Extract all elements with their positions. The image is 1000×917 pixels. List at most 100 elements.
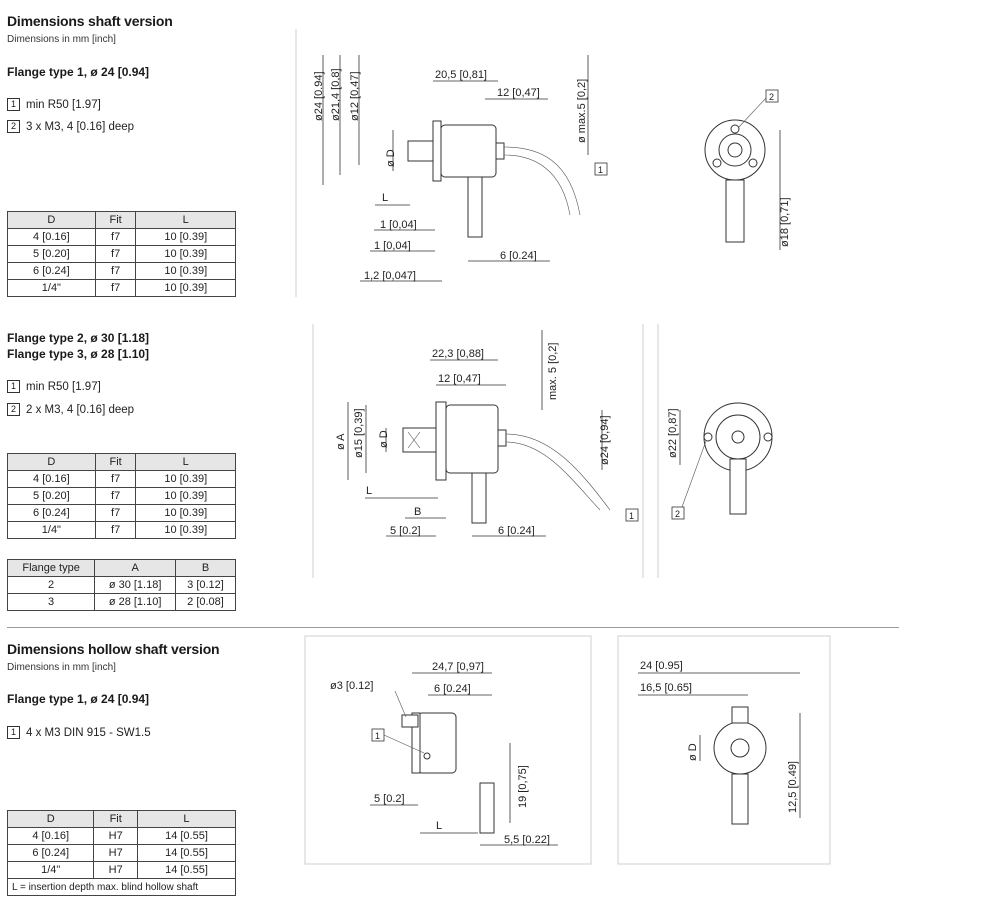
table-header: A [94,559,177,577]
table-cell: 10 [0.39] [135,470,236,488]
dim-d24: ø24 [0.94] [313,71,325,121]
encoder-housing [440,124,497,178]
cable-gland [495,142,505,160]
table-row: 2 ø 30 [1.18] 3 [0.12] [6,576,236,594]
table-cell: H7 [93,844,138,862]
dim-dD: ø D [378,430,390,448]
table-cell: f7 [94,228,137,246]
dim-w6: 6 [0.24] [498,525,535,537]
dim-w1b: 1 [0,04] [374,240,411,252]
hollow-bore [730,738,750,758]
table-row: 6 [0.24] f7 10 [0.39] [7,504,236,522]
table-cell: 6 [0.24] [7,262,96,280]
mount-hole [763,432,773,442]
connector-tube [471,472,487,524]
front-shaft-circle [731,430,745,444]
mount-hole [730,124,740,134]
table-header: D [7,453,96,471]
shaft [407,140,434,162]
dim-w1a: 1 [0,04] [380,219,417,231]
table-row: 4 [0.16] H7 14 [0.55] [6,827,237,845]
flange-type-table: Flange type A B 2 ø 30 [1.18] 3 [0.12] 3… [6,559,236,611]
hollow-flange1-title: Flange type 1, ø 24 [0.94] [7,692,150,706]
dim-L: L [366,485,372,497]
front-shaft-circle [727,142,743,158]
table-cell: f7 [94,487,137,505]
table-header: L [135,453,236,471]
table-cell: 10 [0.39] [135,245,236,263]
dim-max5: ø max.5 [0,2] [576,79,588,143]
table-row: 6 [0.24] H7 14 [0.55] [6,844,237,862]
table-cell: 4 [0.16] [7,470,96,488]
table-cell: 10 [0.39] [135,504,236,522]
note-number-box: 1 [7,726,20,739]
dim-max5: max. 5 [0,2] [547,343,559,400]
mount-hole [748,158,758,168]
table-row: 6 [0.24] f7 10 [0.39] [7,262,236,280]
hollow-flange1-note-1: 1 4 x M3 DIN 915 - SW1.5 [7,726,151,739]
table-cell: 5 [0.20] [7,487,96,505]
shaft [402,427,437,453]
connector-tube [479,782,495,834]
dim-w6: 6 [0.24] [434,683,471,695]
dim-w5: 5 [0.2] [374,793,405,805]
cable-line-b [503,154,571,216]
table-header: Fit [94,211,137,229]
shaft-flange1-note-2: 2 3 x M3, 4 [0.16] deep [7,120,134,133]
dim-dD: ø D [687,743,699,761]
dim-w55: 5,5 [0.22] [504,834,550,846]
note-text: min R50 [1.97] [26,380,101,393]
dim-w12: 12 [0,47] [438,373,481,385]
dim-d214: ø21,4 [0,8] [330,68,342,121]
shaft-flange23-drawing: ø A ø15 [0,39] ø D 22,3 [0,88] 12 [0,47]… [312,324,773,578]
dim-w5: 5 [0.2] [390,525,421,537]
table-row: 5 [0.20] f7 10 [0.39] [7,487,236,505]
dim-d18: ø18 [0,71] [779,197,791,247]
note-text: 4 x M3 DIN 915 - SW1.5 [26,726,151,739]
table-cell: f7 [94,470,137,488]
callout-1: 1 [598,165,603,175]
hollow-drawing: 24,7 [0,97] 6 [0.24] ø3 [0.12] 1 5 [0.2]… [304,635,831,865]
shaft-flange1-note-1: 1 min R50 [1.97] [7,98,101,111]
encoder-housing [417,712,457,774]
cable-gland [497,429,507,447]
front-connector-tube [731,773,749,825]
table-header: Fit [94,453,137,471]
dim-d3: ø3 [0.12] [330,680,373,692]
table-cell: 6 [0.24] [7,504,96,522]
shaft-flange23-table: D Fit L 4 [0.16] f7 10 [0.39] 5 [0.20] f… [7,453,236,539]
table-cell: 6 [0.24] [6,844,95,862]
table-cell: f7 [94,504,137,522]
front-connector-tube [729,458,747,515]
dim-w205: 20,5 [0,81] [435,69,487,81]
mount-hole [703,432,713,442]
table-cell: 1/4" [6,861,95,879]
dim-dA: ø A [335,433,347,450]
cable-line-b [505,441,601,511]
table-cell: 3 [0.12] [175,576,236,594]
table-cell: 4 [0.16] [6,827,95,845]
table-cell: 1/4" [7,521,96,539]
note-number-box: 1 [7,380,20,393]
shaft-flange23-note-1: 1 min R50 [1.97] [7,380,101,393]
dim-w24: 24 [0.95] [640,660,683,672]
pin [401,714,419,728]
table-cell: f7 [94,279,137,297]
connector-tube [467,176,483,238]
dim-w165: 16,5 [0.65] [640,682,692,694]
table-cell: 10 [0.39] [135,487,236,505]
table-footnote: L = insertion depth max. blind hollow sh… [7,878,236,896]
callout-2: 2 [675,509,680,519]
hollow-section-subtitle: Dimensions in mm [inch] [7,662,116,673]
table-row: 1/4" f7 10 [0.39] [7,279,236,297]
note-number-box: 2 [7,120,20,133]
callout-1: 1 [629,511,634,521]
dim-w223: 22,3 [0,88] [432,348,484,360]
table-header: D [6,810,95,828]
table-cell: 2 [0.08] [175,593,236,611]
table-cell: 3 [6,593,96,611]
mount-hole [712,158,722,168]
table-row: 1/4" f7 10 [0.39] [7,521,236,539]
table-row: 3 ø 28 [1.10] 2 [0.08] [6,593,236,611]
table-row: 1/4" H7 14 [0.55] [6,861,237,879]
